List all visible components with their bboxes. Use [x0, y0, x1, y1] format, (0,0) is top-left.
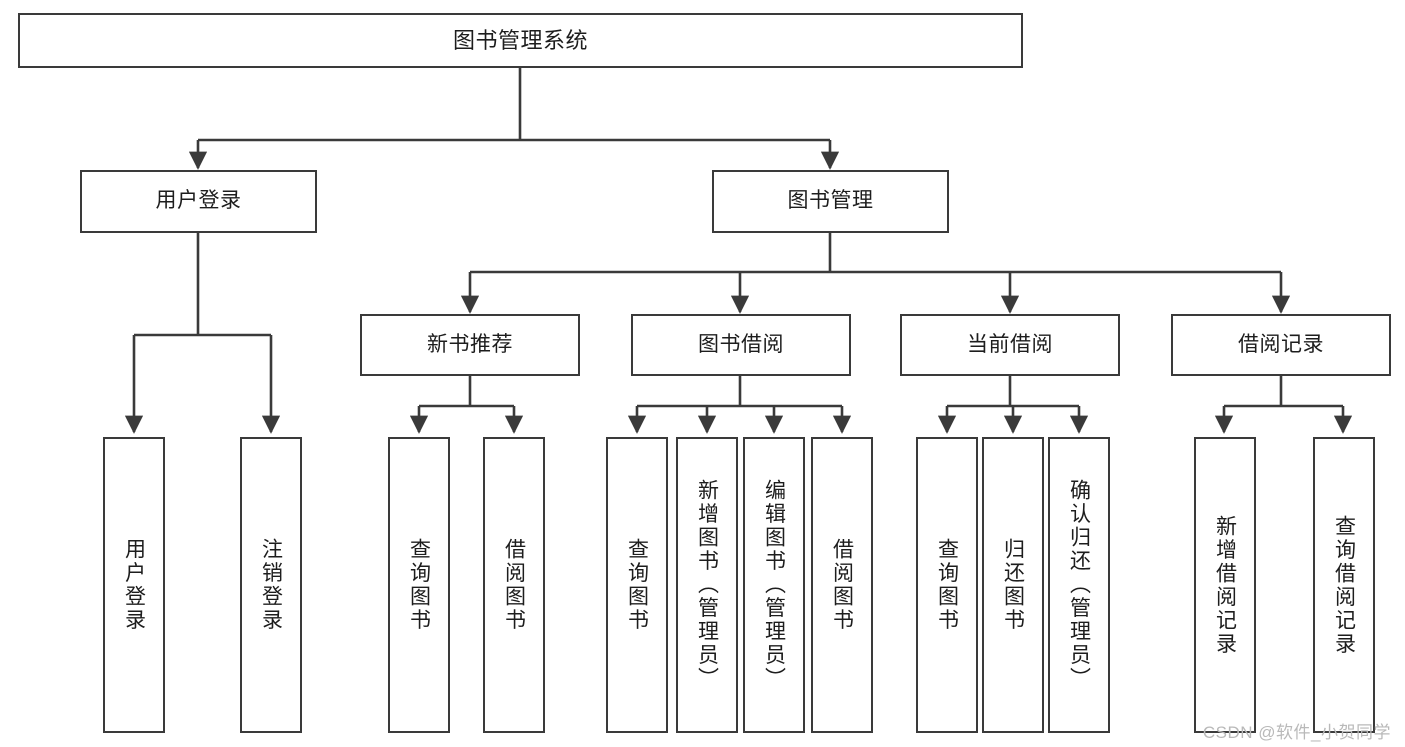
node-leaf-confirm-return-admin[interactable]: 确认归还（管理员） — [1048, 437, 1110, 733]
node-label: 借阅图书 — [830, 538, 854, 632]
node-label: 确认归还（管理员） — [1067, 479, 1091, 691]
node-label: 新书推荐 — [427, 332, 513, 356]
node-new-book-recommend[interactable]: 新书推荐 — [360, 314, 580, 376]
node-leaf-add-borrow-record[interactable]: 新增借阅记录 — [1194, 437, 1256, 733]
node-label: 图书借阅 — [698, 332, 784, 356]
node-label: 新增借阅记录 — [1213, 514, 1237, 656]
node-leaf-current-query-book[interactable]: 查询图书 — [916, 437, 978, 733]
node-label: 图书管理 — [787, 189, 874, 213]
node-leaf-add-book-admin[interactable]: 新增图书（管理员） — [676, 437, 738, 733]
node-label: 借阅图书 — [502, 538, 526, 632]
node-label: 新增图书（管理员） — [695, 479, 719, 691]
node-borrow-record[interactable]: 借阅记录 — [1171, 314, 1391, 376]
node-leaf-return-book[interactable]: 归还图书 — [982, 437, 1044, 733]
node-leaf-logout[interactable]: 注销登录 — [240, 437, 302, 733]
node-label: 归还图书 — [1001, 538, 1025, 632]
node-leaf-edit-book-admin[interactable]: 编辑图书（管理员） — [743, 437, 805, 733]
node-label: 编辑图书（管理员） — [762, 479, 786, 691]
node-label: 查询图书 — [625, 538, 649, 632]
node-label: 用户登录 — [155, 189, 242, 213]
node-label: 注销登录 — [259, 538, 283, 632]
node-leaf-new-book-query[interactable]: 查询图书 — [388, 437, 450, 733]
node-leaf-query-borrow-record[interactable]: 查询借阅记录 — [1313, 437, 1375, 733]
node-leaf-borrow-query-book[interactable]: 查询图书 — [606, 437, 668, 733]
node-label: 借阅记录 — [1238, 332, 1324, 356]
node-book-management-system[interactable]: 图书管理系统 — [18, 13, 1023, 68]
node-label: 当前借阅 — [967, 332, 1053, 356]
node-label: 图书管理系统 — [452, 27, 588, 53]
node-leaf-borrow-book[interactable]: 借阅图书 — [811, 437, 873, 733]
node-leaf-user-login[interactable]: 用户登录 — [103, 437, 165, 733]
node-label: 查询借阅记录 — [1332, 514, 1356, 656]
node-current-borrow[interactable]: 当前借阅 — [900, 314, 1120, 376]
node-book-borrow[interactable]: 图书借阅 — [631, 314, 851, 376]
node-label: 查询图书 — [407, 538, 431, 632]
node-label: 用户登录 — [122, 538, 146, 632]
node-label: 查询图书 — [935, 538, 959, 632]
node-user-login[interactable]: 用户登录 — [80, 170, 317, 233]
node-book-management[interactable]: 图书管理 — [712, 170, 949, 233]
node-leaf-new-book-borrow[interactable]: 借阅图书 — [483, 437, 545, 733]
